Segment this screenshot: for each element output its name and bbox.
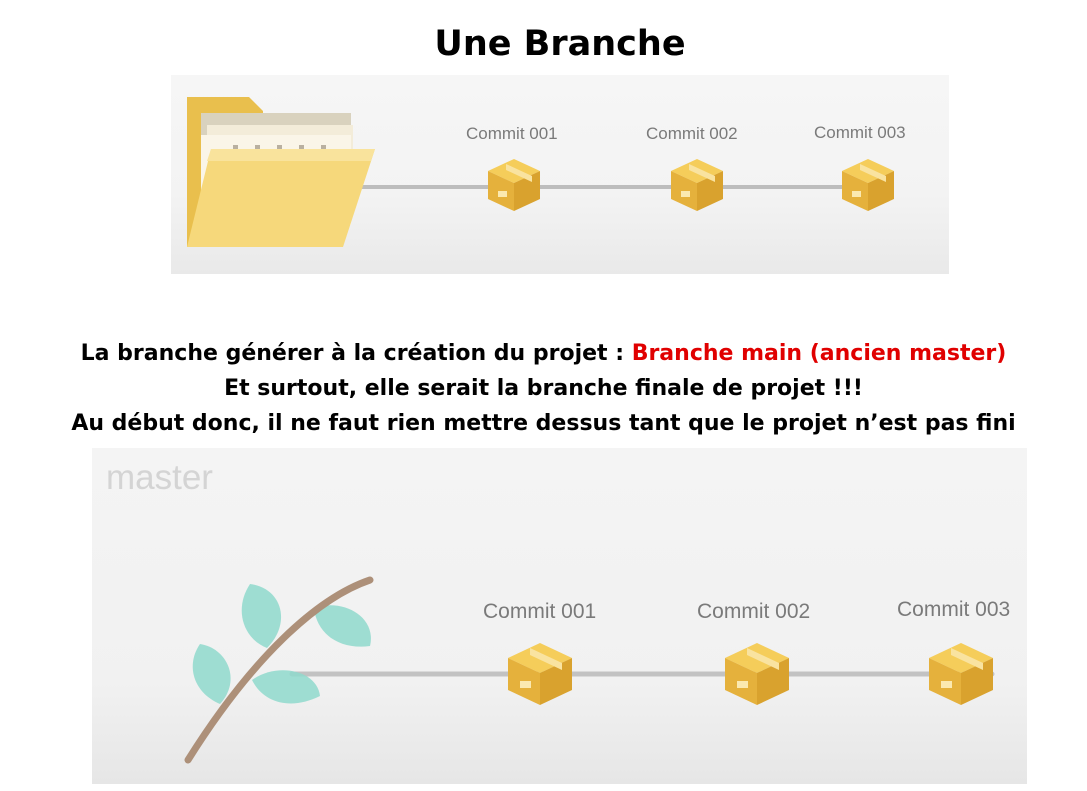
commit-label-001: Commit 001 <box>483 600 597 623</box>
commit-label-001: Commit 001 <box>466 124 558 143</box>
commit-box-icon <box>671 159 723 211</box>
commit-label-003: Commit 003 <box>814 123 906 142</box>
diagram-graphic <box>187 97 894 247</box>
branch-diagram-bottom: master <box>92 448 1027 784</box>
diagram-graphic <box>184 576 995 764</box>
commit-box-icon <box>929 643 993 705</box>
explanation-line-2: Et surtout, elle serait la branche final… <box>224 376 863 401</box>
commit-box-icon <box>842 159 894 211</box>
commit-box-icon <box>508 643 572 705</box>
branch-twig-icon <box>184 576 374 764</box>
explanation-line-1: La branche générer à la création du proj… <box>0 336 1087 371</box>
branch-main-highlight: Branche main (ancien master) <box>631 341 1007 366</box>
commit-box-icon <box>725 643 789 705</box>
slide-title: Une Branche <box>434 24 686 64</box>
explanation-line-1-prefix: La branche générer à la création du proj… <box>80 341 632 366</box>
explanation-line-3: Au début donc, il ne faut rien mettre de… <box>71 411 1016 436</box>
explanation-text: La branche générer à la création du proj… <box>0 336 1087 441</box>
commit-label-003: Commit 003 <box>897 598 1011 621</box>
branch-name-label: master <box>106 458 213 497</box>
branch-diagram-top: Commit 001 Commit 002 Commit 003 <box>171 75 949 274</box>
commit-box-icon <box>488 159 540 211</box>
commit-label-002: Commit 002 <box>646 124 738 143</box>
folder-icon <box>187 97 375 247</box>
commit-label-002: Commit 002 <box>697 600 811 623</box>
